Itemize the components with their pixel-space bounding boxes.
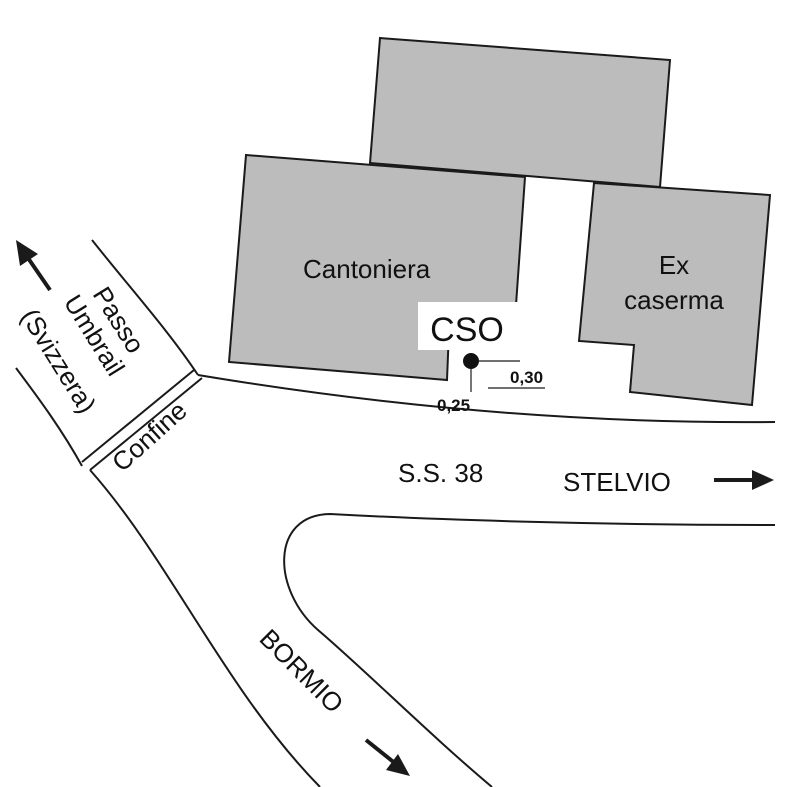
label-umbrail: Passo Umbrail (Svizzera) xyxy=(15,281,151,418)
road-umbrail-west-edge xyxy=(15,367,83,467)
border-line xyxy=(81,369,203,471)
arrow-icon xyxy=(364,738,410,776)
label-ex: Ex xyxy=(659,250,689,280)
road-umbrail-east-edge xyxy=(91,239,199,376)
station-label-bg xyxy=(418,302,518,350)
arrows xyxy=(16,240,774,776)
label-bormio: BORMIO xyxy=(254,623,350,719)
label-stelvio: STELVIO xyxy=(563,467,671,497)
label-cantoniera: Cantoniera xyxy=(303,254,431,284)
station-point-icon xyxy=(463,353,479,369)
road-ss38-north-edge xyxy=(197,374,776,424)
road-inner-curve-edge xyxy=(283,512,776,787)
label-caserma: caserma xyxy=(624,285,724,315)
building-top xyxy=(368,36,672,189)
label-offset-down: 0,25 xyxy=(437,396,470,415)
building-ex-caserma xyxy=(577,181,772,407)
arrow-icon xyxy=(16,240,52,292)
label-ss38: S.S. 38 xyxy=(398,458,483,488)
label-station: CSO xyxy=(430,311,504,349)
buildings xyxy=(227,36,772,407)
road-bormio-west-edge xyxy=(89,469,321,787)
roads xyxy=(15,239,776,787)
label-offset-right: 0,30 xyxy=(510,368,543,387)
station-marker xyxy=(418,302,545,392)
arrow-icon xyxy=(714,470,774,490)
